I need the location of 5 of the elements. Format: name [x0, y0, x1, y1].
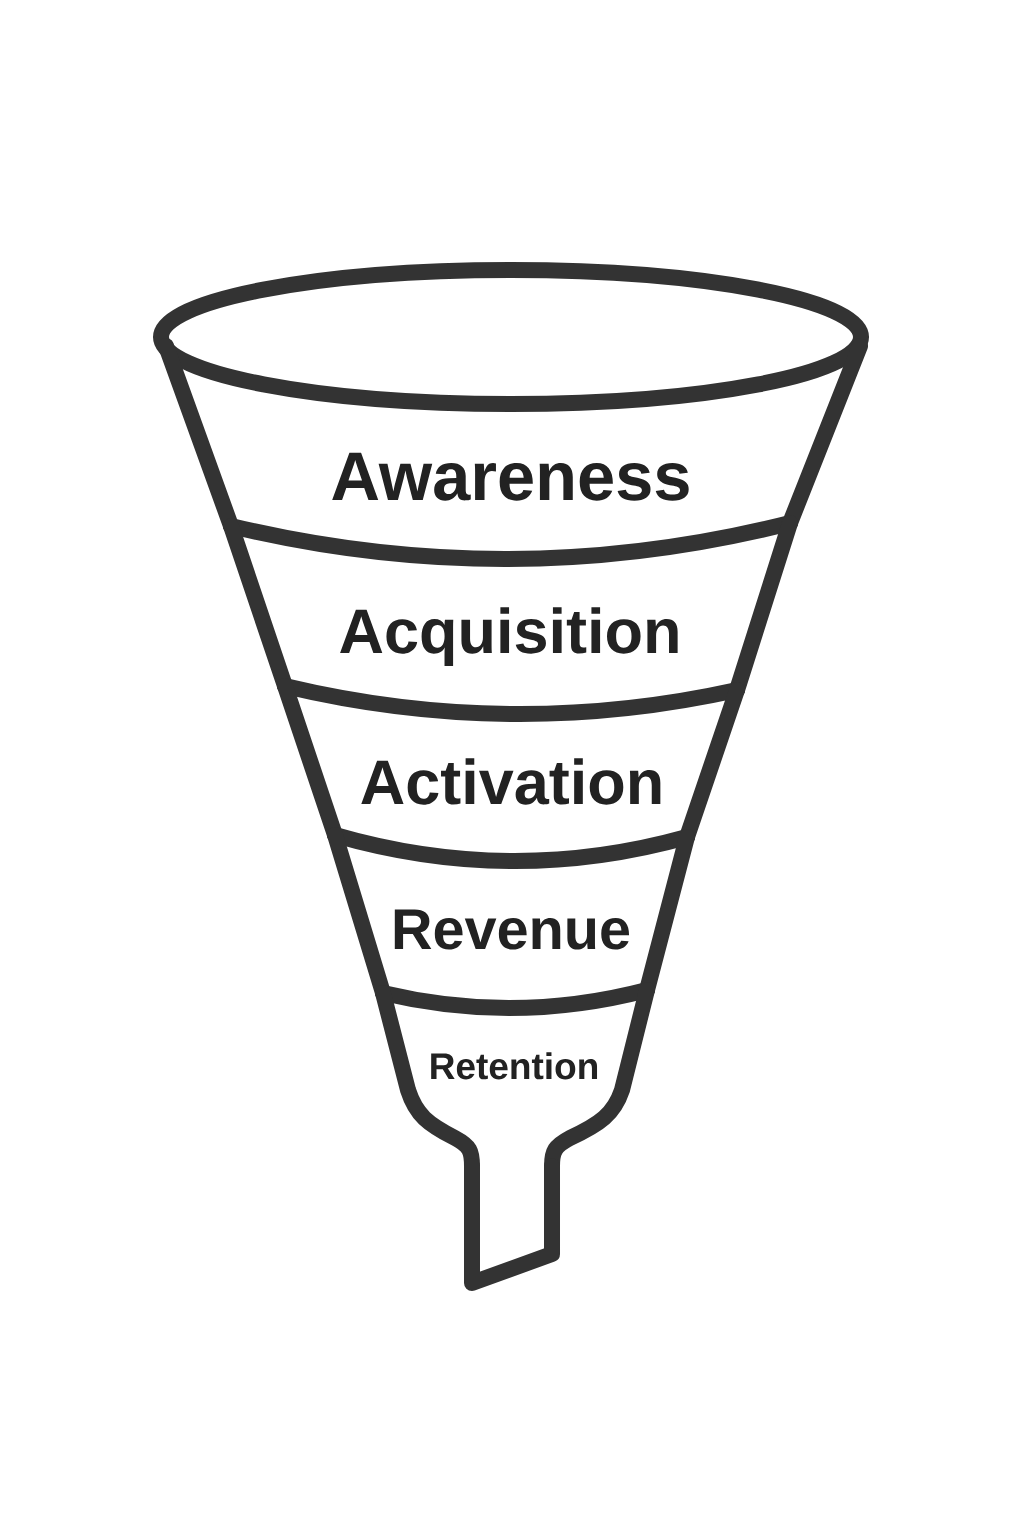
funnel-band: Awareness — [158, 338, 868, 567]
funnel-band: Revenue — [327, 827, 695, 1016]
funnel-band: Acquisition — [223, 515, 798, 722]
funnel-rim — [153, 262, 869, 412]
funnel-band: Activation — [277, 678, 745, 869]
